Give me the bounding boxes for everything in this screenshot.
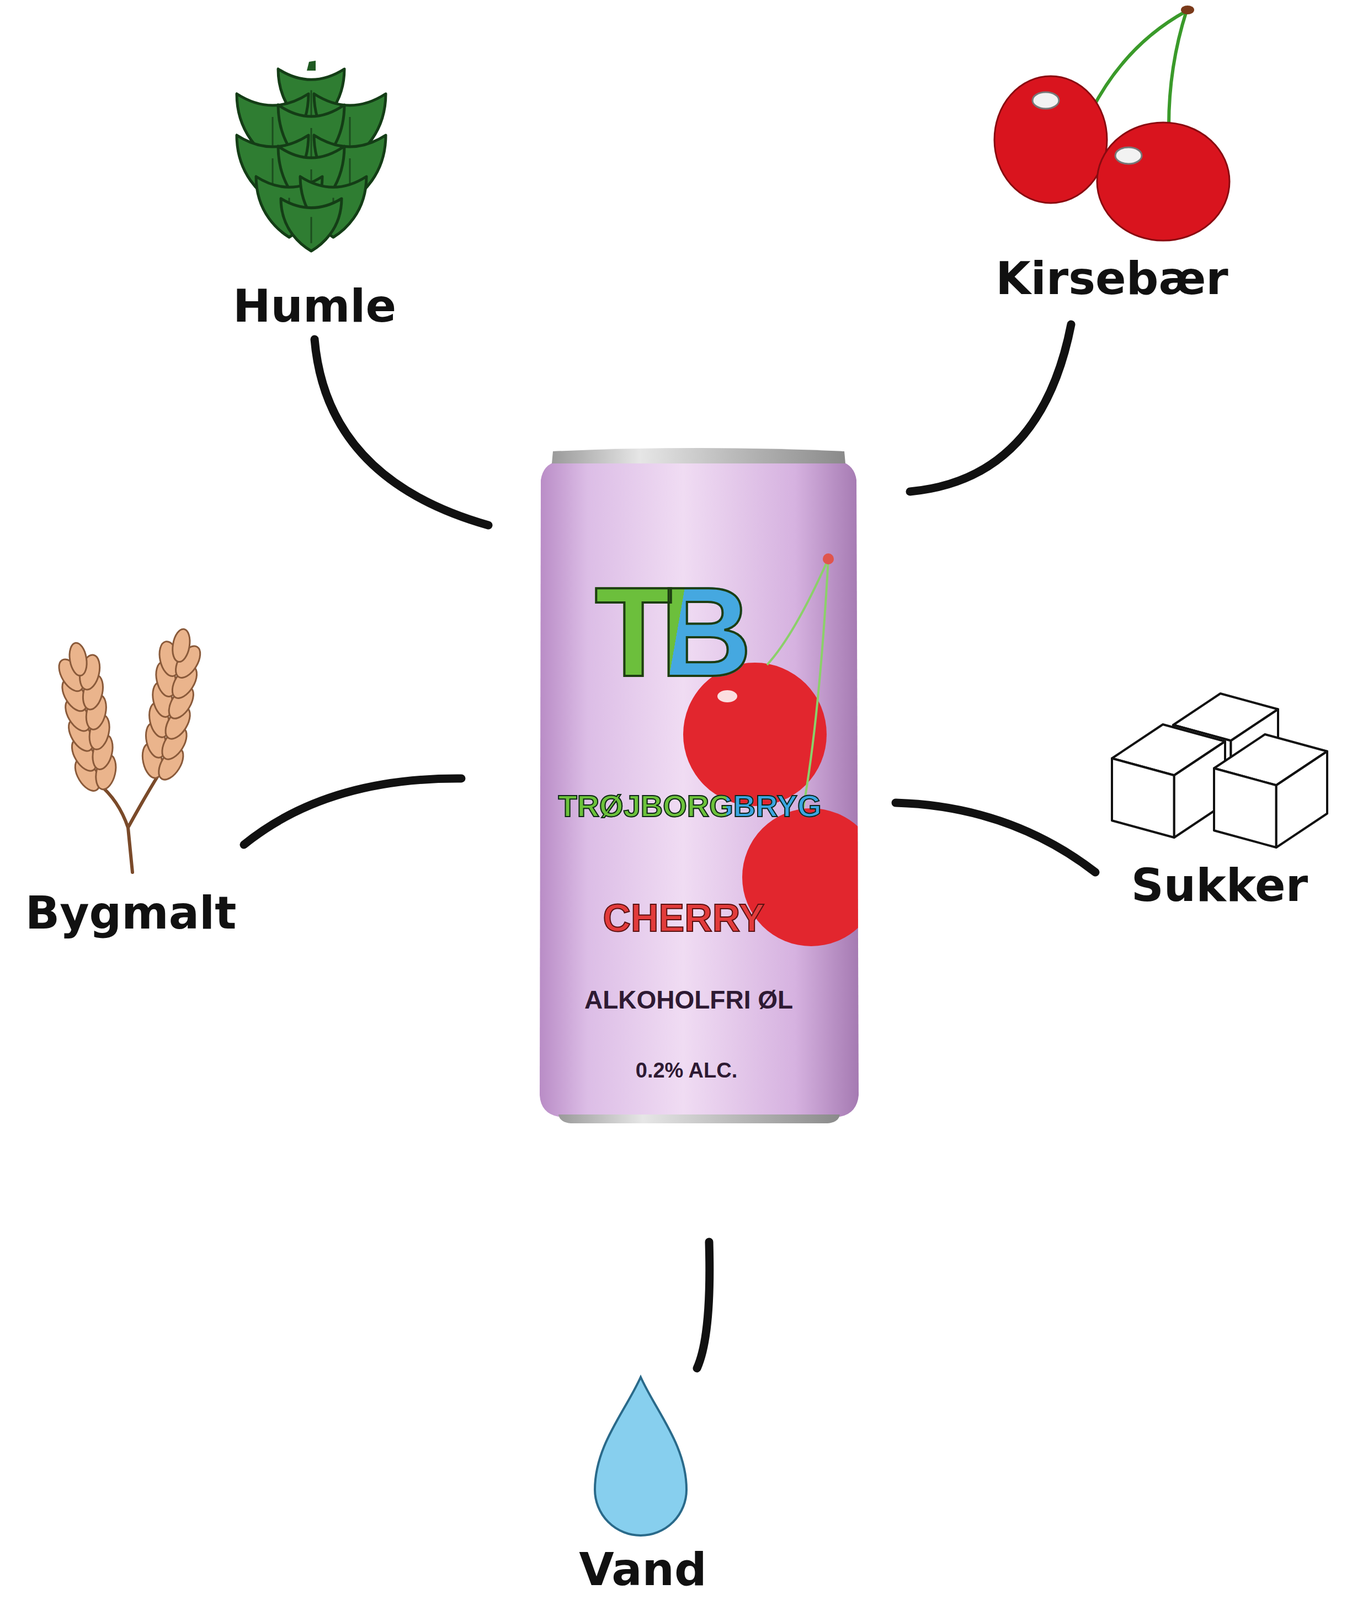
can-body bbox=[539, 461, 859, 1117]
ingredient-label: Vand bbox=[578, 1545, 707, 1595]
ingredient-node: Bygmalt bbox=[17, 629, 244, 939]
ingredient-label: Kirsebær bbox=[995, 253, 1229, 304]
beer-can bbox=[539, 448, 881, 1124]
text-slot: 0.2% ALC. bbox=[635, 1059, 738, 1083]
hop-vein bbox=[310, 128, 313, 162]
connector-line bbox=[243, 778, 462, 845]
can-lid bbox=[551, 448, 846, 464]
can-text: TB bbox=[594, 568, 753, 696]
barley-icon bbox=[54, 627, 206, 873]
text-slot: ALKOHOLFRI ØL bbox=[584, 986, 793, 1015]
barley-grain bbox=[67, 641, 89, 678]
water-drop bbox=[594, 1377, 687, 1536]
text-slot: CHERRY bbox=[603, 897, 765, 940]
sugar-icon bbox=[1111, 693, 1328, 848]
can-bottom bbox=[558, 1114, 840, 1124]
connector-line bbox=[895, 802, 1096, 873]
text-slot: TRØJBORGBRYG bbox=[557, 789, 822, 824]
can-cherry-nub bbox=[822, 553, 834, 565]
cherry-shine bbox=[1115, 147, 1142, 164]
hop-stem bbox=[306, 60, 316, 71]
hop-vein bbox=[272, 116, 274, 151]
ingredient-node: Sukker bbox=[1103, 684, 1336, 911]
hop-vein bbox=[310, 216, 313, 244]
cherry-stem bbox=[1168, 11, 1187, 126]
can-text: CHERRY bbox=[603, 897, 765, 940]
ingredient-node: Humle bbox=[226, 60, 403, 332]
ingredient-node: Vand bbox=[568, 1368, 718, 1595]
hop-vein bbox=[349, 116, 351, 151]
ingredient-label: Bygmalt bbox=[25, 888, 237, 939]
connector-line bbox=[314, 339, 489, 526]
can-text: TRØJBORGBRYG bbox=[557, 789, 822, 824]
ingredient-label: Humle bbox=[232, 281, 397, 332]
barley-grain bbox=[170, 627, 193, 664]
sugar-cube-face bbox=[1214, 768, 1277, 849]
can-node: TB TRØJBORGBRYG CHERRY ALKOHOLFRI ØL 0.2% AL… bbox=[535, 448, 862, 1122]
can-text: 0.2% ALC. bbox=[635, 1059, 738, 1083]
sugar-cube-face bbox=[1111, 758, 1175, 839]
cherry-stem bbox=[1091, 11, 1187, 111]
cherry-icon bbox=[994, 5, 1230, 241]
ingredient-label: Sukker bbox=[1131, 860, 1308, 911]
cherry-fruit bbox=[994, 76, 1107, 204]
cherry-shine bbox=[1032, 92, 1059, 109]
cherry-nub bbox=[1180, 5, 1195, 15]
hop-icon bbox=[236, 60, 386, 252]
hop-petal bbox=[280, 198, 342, 252]
can-cherry-stem bbox=[802, 559, 829, 811]
text-slot: TB bbox=[594, 568, 753, 696]
ingredient-node: Kirsebær bbox=[982, 2, 1242, 304]
connector-line bbox=[696, 1242, 710, 1369]
cherry-fruit bbox=[1097, 122, 1230, 241]
connector-line bbox=[909, 324, 1072, 492]
sugar-cube-face bbox=[1276, 751, 1328, 848]
can-text: ALKOHOLFRI ØL bbox=[584, 986, 793, 1015]
can-cherry-stem bbox=[767, 559, 829, 665]
